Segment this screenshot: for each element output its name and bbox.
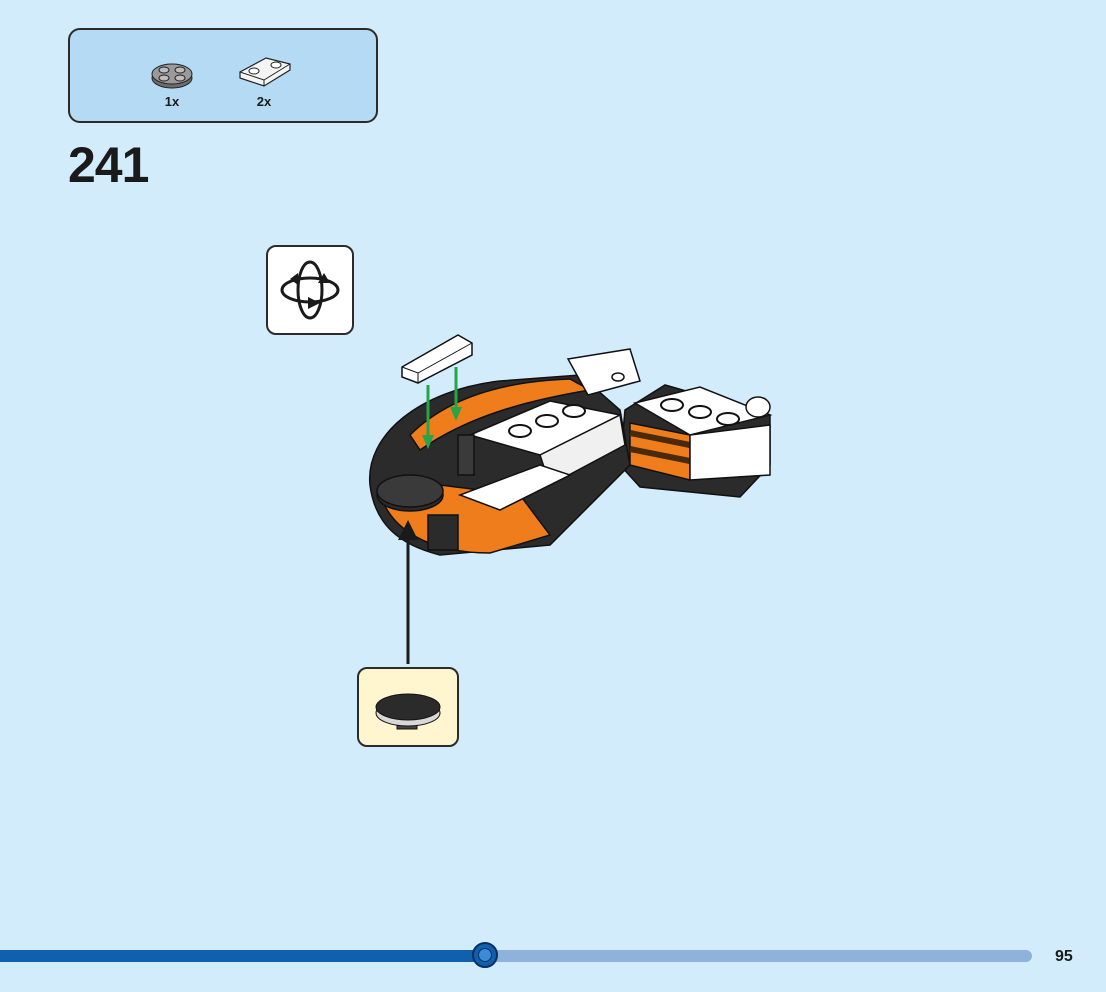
- page-progress-bar: [0, 950, 1032, 962]
- part-callout-box: [357, 667, 459, 747]
- parts-list-item: 2x: [234, 56, 294, 109]
- round-tile-black-icon: [359, 669, 457, 745]
- step-number: 241: [68, 136, 148, 194]
- curved-slope-placement: [402, 335, 472, 383]
- slope-curved-white-icon: [234, 56, 294, 92]
- model-assembly-illustration: [340, 315, 790, 575]
- part-quantity: 1x: [142, 94, 202, 109]
- progress-knob: [472, 942, 498, 968]
- round-tile-placement: [377, 475, 443, 511]
- progress-fill: [0, 950, 485, 962]
- part-quantity: 2x: [234, 94, 294, 109]
- parts-list-box: 1x 2x: [68, 28, 378, 123]
- right-wing-assembly: [620, 385, 770, 497]
- page-number: 95: [1055, 948, 1073, 966]
- round-plate-2x2-dark-gray-icon: [149, 56, 195, 92]
- parts-list-item: 1x: [142, 56, 202, 109]
